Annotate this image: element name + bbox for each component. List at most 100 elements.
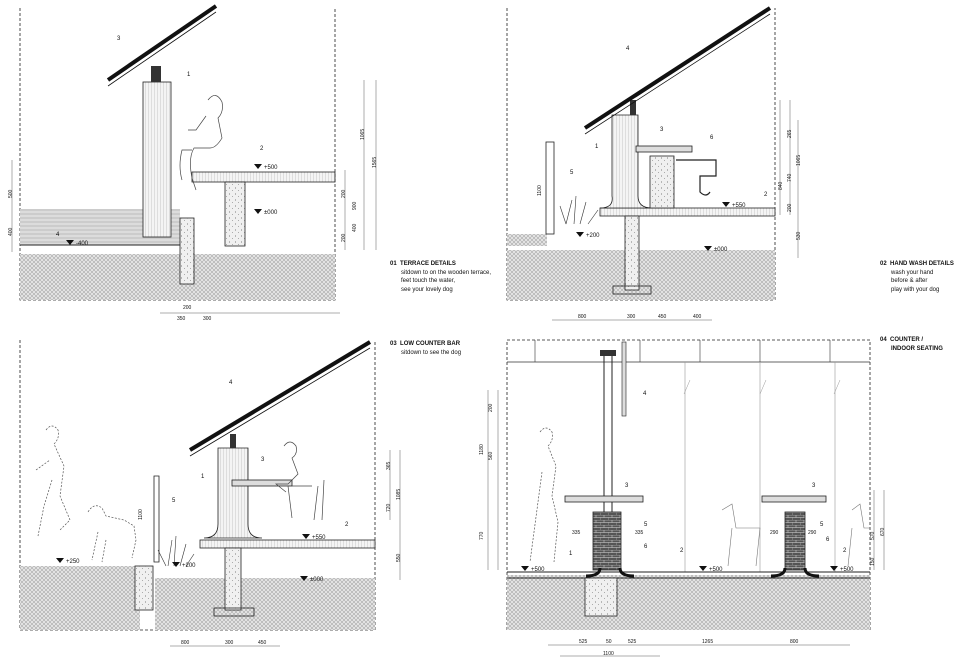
panel-04-dim-v-3: 560 bbox=[488, 451, 494, 460]
panel-01-dim-v-2: 1565 bbox=[372, 157, 378, 168]
panel-03-callout-3: 3 bbox=[261, 457, 265, 463]
panel-04-callout-2b: 2 bbox=[843, 548, 847, 554]
panel-02-level-3: ±000 bbox=[714, 247, 728, 253]
panel-02-note: 02 HAND WASH DETAILS wash your hand befo… bbox=[880, 260, 954, 294]
panel-02-line-2: before & after bbox=[891, 278, 928, 284]
panel-04-dim-h-6: 1100 bbox=[603, 651, 614, 657]
panel-03-callout-5: 5 bbox=[172, 498, 176, 504]
panel-03-dim-v-3: 720 bbox=[386, 503, 392, 512]
panel-02-line-1: wash your hand bbox=[891, 269, 934, 276]
panel-01-callout-2: 2 bbox=[260, 146, 264, 152]
panel-04-callout-5a: 5 bbox=[644, 522, 648, 528]
plant-icon bbox=[157, 535, 195, 567]
panel-04-callout-3b: 3 bbox=[812, 483, 816, 489]
panel-04-callout-5b: 5 bbox=[820, 522, 824, 528]
panel-03-callouts: 4 3 1 5 2 bbox=[172, 380, 349, 528]
panel-02-dim-v-3: 840 bbox=[778, 181, 784, 190]
panel-02-callout-4: 4 bbox=[626, 46, 630, 52]
panel-02-callout-6: 6 bbox=[710, 135, 714, 141]
panel-04-callout-2a: 2 bbox=[680, 548, 684, 554]
panel-04-drawing bbox=[487, 339, 885, 657]
panel-04-dim-v-6: 670 bbox=[880, 527, 886, 536]
panel-04-dim-v-1: 200 bbox=[488, 403, 494, 412]
chair-icon bbox=[721, 503, 761, 567]
panel-03-drawing bbox=[19, 340, 401, 647]
panel-02-line-3: play with your dog bbox=[891, 286, 940, 293]
panel-02-dim-v-5: 200 bbox=[787, 203, 793, 212]
panel-02-dimensions: 800 300 450 400 265 1065 840 740 200 530… bbox=[537, 129, 802, 320]
panel-02-dim-v-4: 740 bbox=[787, 173, 793, 182]
panel-01-dim-v-6: 400 bbox=[8, 227, 14, 236]
panel-01-dim-v-8: 400 bbox=[352, 223, 358, 232]
panel-03-dim-h-2: 300 bbox=[225, 640, 234, 646]
panel-03-level-3: +550 bbox=[312, 535, 326, 541]
panel-02-dim-v-7: 1100 bbox=[537, 185, 543, 196]
panel-02-title: HAND WASH DETAILS bbox=[890, 261, 954, 267]
panel-04-title-line2: INDOOR SEATING bbox=[891, 345, 943, 352]
panel-03-level-4: ±000 bbox=[310, 577, 324, 583]
panel-04-number: 04 bbox=[880, 337, 887, 343]
panel-03-callout-4: 4 bbox=[229, 380, 233, 386]
panel-03-line-1: sitdown to see the dog bbox=[401, 349, 462, 356]
panel-01-title: TERRACE DETAILS bbox=[400, 261, 456, 267]
panel-04-level-1: +500 bbox=[531, 567, 545, 573]
panel-04-level-3: +500 bbox=[840, 567, 854, 573]
panel-04-dim-h-4: 1265 bbox=[702, 639, 713, 645]
panel-01-callout-3: 3 bbox=[117, 36, 121, 42]
panel-03-dim-h-1: 800 bbox=[181, 640, 190, 646]
panel-04-dim-h-5: 800 bbox=[790, 639, 799, 645]
panel-01-dim-v-4: 900 bbox=[352, 201, 358, 210]
panel-01-dim-v-5: 200 bbox=[341, 189, 347, 198]
panel-02-dim-v-1: 265 bbox=[787, 129, 793, 138]
panel-02-dim-h-4: 400 bbox=[693, 314, 702, 320]
panel-01-line-1: sitdown to on the wooden terrace, bbox=[401, 269, 492, 276]
person-standing-figure bbox=[529, 427, 559, 563]
panel-04-dim-inner-4: 290 bbox=[808, 530, 817, 536]
panel-02-drawing bbox=[506, 6, 799, 321]
panel-01-note: 01 TERRACE DETAILS sitdown to on the woo… bbox=[390, 260, 491, 294]
panel-04-callout-4: 4 bbox=[643, 391, 647, 397]
panel-03-dim-v-1: 365 bbox=[386, 461, 392, 470]
panel-04-note: 04 COUNTER / INDOOR SEATING bbox=[880, 336, 943, 353]
chair-icon-2 bbox=[847, 503, 870, 567]
person-sitting-figure bbox=[179, 95, 223, 191]
panel-01-dim-v-3: 500 bbox=[8, 189, 14, 198]
panel-02-callout-2: 2 bbox=[764, 192, 768, 198]
panel-02-dim-h-1: 800 bbox=[578, 314, 587, 320]
panel-04-title: COUNTER / bbox=[890, 337, 924, 343]
panel-01-line-2: feet touch the water, bbox=[401, 278, 456, 284]
panel-01-callout-4: 4 bbox=[56, 232, 60, 238]
panel-02-callouts: 4 3 1 6 5 2 bbox=[570, 46, 768, 198]
panel-04-dim-v-5: 570 bbox=[870, 531, 876, 540]
panel-03-callout-2: 2 bbox=[345, 522, 349, 528]
panel-04-dim-inner-3: 290 bbox=[770, 530, 779, 536]
panel-04-dim-h-2: 50 bbox=[606, 639, 612, 645]
panel-04-callout-3a: 3 bbox=[625, 483, 629, 489]
panel-03-dim-v-5: 1100 bbox=[138, 509, 144, 520]
panel-04-dim-v-7: 150 bbox=[870, 557, 876, 566]
panel-01-dim-h-1: 200 bbox=[183, 305, 192, 311]
panel-03-callout-1: 1 bbox=[201, 474, 205, 480]
dog-figure bbox=[87, 505, 137, 563]
panel-04-levels: +500 +500 +500 bbox=[521, 566, 854, 573]
panel-01-levels: +500 ±000 -400 bbox=[66, 164, 278, 247]
panel-04-dim-h-3: 525 bbox=[628, 639, 637, 645]
panel-01-level-2: ±000 bbox=[264, 210, 278, 216]
panel-01-dim-h-2: 350 bbox=[177, 316, 186, 322]
panel-01-dim-v-7: 200 bbox=[341, 233, 347, 242]
panel-04-callout-1: 1 bbox=[569, 551, 573, 557]
panel-02-number: 02 bbox=[880, 261, 887, 267]
panel-04-callout-6b: 6 bbox=[826, 537, 830, 543]
panel-04-dim-v-4: 770 bbox=[479, 531, 485, 540]
panel-04-dimensions: 525 50 525 1265 800 1100 335 335 290 290… bbox=[479, 403, 886, 657]
panel-01-level-1: +500 bbox=[264, 165, 278, 171]
panel-03-levels: +250 +200 +550 ±000 bbox=[56, 534, 326, 583]
panel-02-callout-5: 5 bbox=[570, 170, 574, 176]
panel-01-dimensions: 200 350 300 1065 1565 500 900 200 400 20… bbox=[8, 129, 378, 322]
panel-03-level-2: +200 bbox=[182, 563, 196, 569]
panel-04-level-2: +500 bbox=[709, 567, 723, 573]
panel-03-dimensions: 800 300 450 365 1085 720 550 1100 bbox=[138, 461, 402, 646]
panel-02-dim-h-2: 300 bbox=[627, 314, 636, 320]
person-walking-figure bbox=[35, 425, 71, 537]
